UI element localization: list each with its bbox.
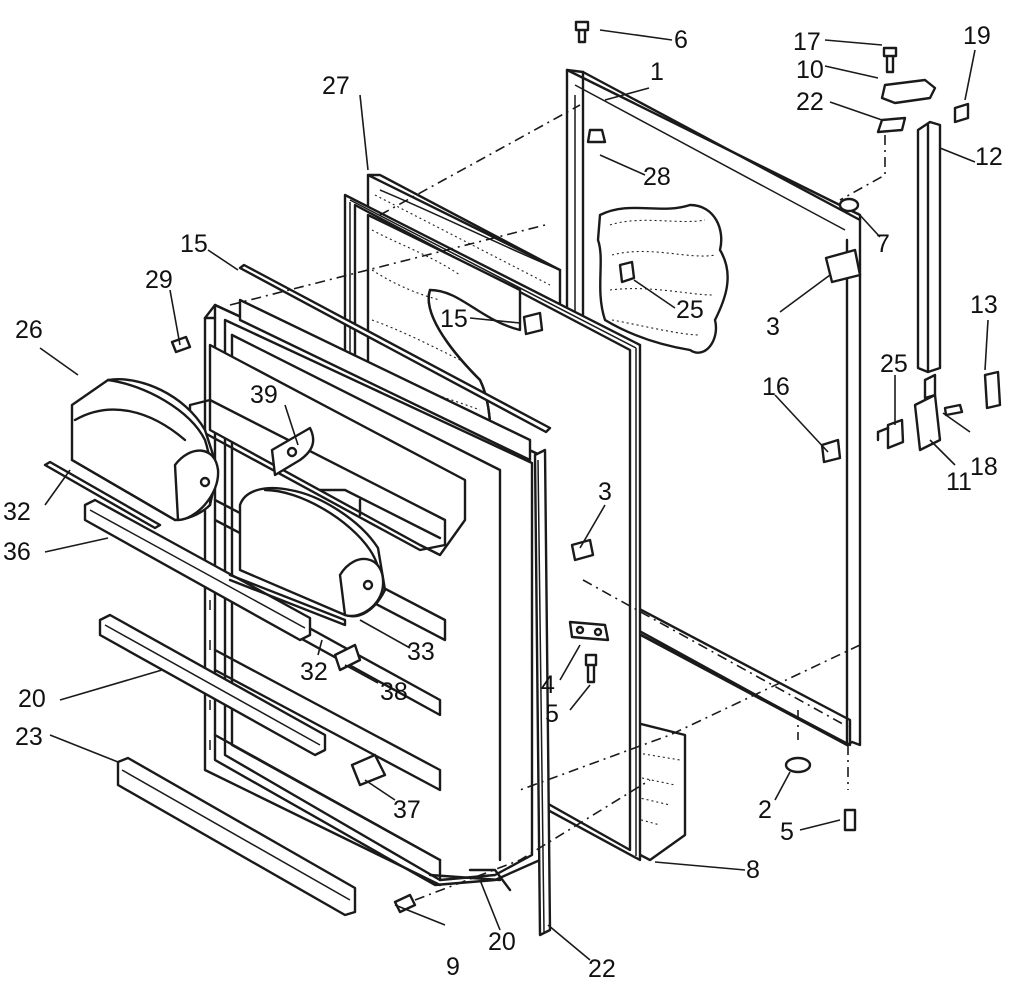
callout-18: 19 bbox=[963, 22, 991, 50]
door-bin-26 bbox=[70, 378, 220, 522]
shelf-bracket-37 bbox=[350, 753, 387, 787]
hinge-hardware bbox=[170, 20, 1002, 914]
callout-24: 25 bbox=[676, 296, 704, 324]
callout-5-middle: 5 bbox=[545, 700, 559, 728]
alignment-lines bbox=[229, 104, 886, 901]
callout-5-bottom: 5 bbox=[780, 818, 794, 846]
shelf-rail-36 bbox=[83, 498, 312, 642]
callout-4: 4 bbox=[541, 671, 555, 699]
callout-3-top: 3 bbox=[766, 313, 780, 341]
callout-38: 38 bbox=[380, 678, 408, 706]
trim-strip-14 bbox=[238, 263, 552, 434]
callout-11: 11 bbox=[946, 468, 972, 496]
callout-19: 20 bbox=[488, 928, 516, 956]
callout-25: 25 bbox=[880, 350, 908, 378]
door-bin-33 bbox=[228, 486, 387, 627]
callout-9: 9 bbox=[446, 953, 460, 981]
callout-27: 27 bbox=[322, 72, 350, 100]
callout-3-middle: 3 bbox=[598, 478, 612, 506]
leader-lines bbox=[39, 29, 989, 961]
callout-33: 33 bbox=[407, 638, 435, 666]
shelf-bracket-39 bbox=[270, 426, 315, 477]
bin-trim-32-upper bbox=[43, 460, 162, 530]
callout-14: 15 bbox=[180, 230, 208, 258]
callout-15-right: 16 bbox=[762, 373, 790, 401]
callout-6: 6 bbox=[674, 26, 688, 54]
callout-36: 36 bbox=[3, 538, 31, 566]
callout-15-upper: 15 bbox=[440, 305, 468, 333]
door-gasket-strip-22 bbox=[533, 448, 552, 937]
callout-7: 7 bbox=[876, 230, 890, 258]
gasket-seal-19 bbox=[468, 868, 512, 892]
shelf-rail-20 bbox=[98, 613, 327, 757]
bottom-trim-23 bbox=[116, 756, 357, 917]
callout-17: 18 bbox=[970, 453, 998, 481]
callout-37: 37 bbox=[393, 796, 421, 824]
callout-21: 22 bbox=[796, 88, 824, 116]
callout-8: 8 bbox=[746, 856, 760, 884]
callout-22: 22 bbox=[588, 955, 616, 983]
callout-23: 23 bbox=[15, 723, 43, 751]
callout-32-lower: 32 bbox=[300, 658, 328, 686]
callout-10: 10 bbox=[796, 56, 824, 84]
callout-12: 12 bbox=[975, 143, 1003, 171]
callout-28: 28 bbox=[643, 163, 671, 191]
callout-29: 29 bbox=[145, 266, 173, 294]
shelf-bracket-38 bbox=[333, 643, 362, 672]
callout-26: 26 bbox=[15, 316, 43, 344]
callout-13: 13 bbox=[970, 291, 998, 319]
callout-20: 20 bbox=[18, 685, 46, 713]
callout-2: 2 bbox=[758, 796, 772, 824]
callout-1: 1 bbox=[650, 58, 664, 86]
callout-32-upper: 32 bbox=[3, 498, 31, 526]
callout-16: 17 bbox=[793, 28, 821, 56]
callout-39: 39 bbox=[250, 381, 278, 409]
callout-labels: 6 1 27 17 10 22 19 12 28 7 25 3 15 16 15… bbox=[3, 22, 1003, 983]
